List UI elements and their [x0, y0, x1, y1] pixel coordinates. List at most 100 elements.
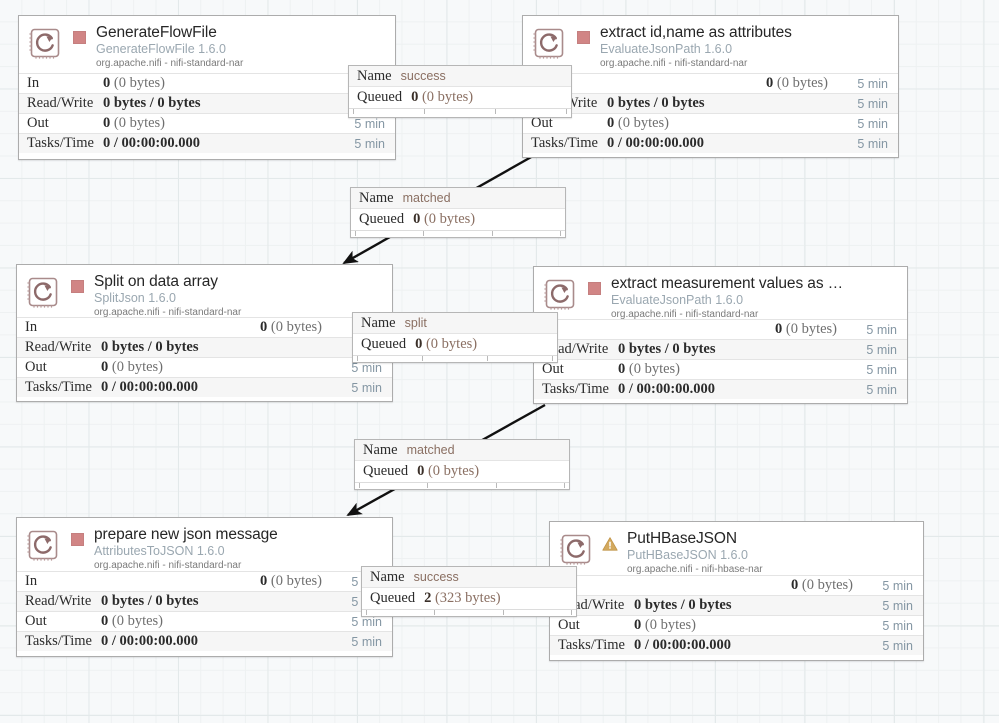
connection-name-key: Name — [359, 189, 394, 206]
stat-time-out: 5 min — [351, 360, 382, 375]
processor-name: PutHBaseJSON — [627, 530, 737, 547]
stat-row-tasks-time: Tasks/Time 0 / 00:00:00.000 5 min — [534, 379, 907, 399]
stat-time-read-write: 5 min — [882, 598, 913, 613]
stat-label-out: Out — [542, 361, 564, 377]
stat-value-tasks-time: 0 / 00:00:00.000 — [101, 633, 199, 649]
connection-label-success-1[interactable]: Name success Queued 0 (0 bytes) — [348, 65, 572, 118]
connection-queued-row: Queued 0 (0 bytes) — [353, 334, 557, 355]
stop-square-icon — [70, 280, 84, 293]
stat-value-tasks-time: 0 / 00:00:00.000 — [101, 379, 199, 395]
connection-name-value: matched — [406, 443, 455, 457]
stat-value-in: 0 (0 bytes) — [103, 75, 166, 91]
status-badge — [586, 280, 602, 297]
processor-icon — [531, 25, 567, 61]
stat-row-read-write: Read/Write 0 bytes / 0 bytes 5 min — [17, 337, 392, 357]
stat-row-tasks-time: Tasks/Time 0 / 00:00:00.000 5 min — [19, 133, 395, 153]
processor-name: GenerateFlowFile — [96, 24, 217, 41]
stat-value-tasks-time: 0 / 00:00:00.000 — [618, 381, 716, 397]
connection-queued-value: 0 (0 bytes) — [415, 336, 478, 352]
processor-icon — [25, 274, 61, 310]
stat-row-read-write: Read/Write 0 bytes / 0 bytes 5 min — [19, 93, 395, 113]
processor-bundle: org.apache.nifi - nifi-standard-nar — [96, 58, 244, 70]
processor-header: GenerateFlowFile GenerateFlowFile 1.6.0 … — [19, 16, 395, 73]
connection-queued-key: Queued — [357, 89, 403, 105]
processor-bundle: org.apache.nifi - nifi-standard-nar — [600, 58, 748, 70]
status-badge — [575, 29, 591, 46]
stat-time-read-write: 5 min — [857, 96, 888, 111]
stat-label-in: In — [27, 75, 40, 91]
connection-name-row: Name split — [353, 313, 557, 334]
connection-queued-row: Queued 0 (0 bytes) — [351, 209, 565, 230]
connection-label-success-2[interactable]: Name success Queued 2 (323 bytes) — [361, 566, 577, 617]
stat-time-in: 5 min — [866, 322, 897, 337]
connection-name-row: Name success — [349, 66, 571, 87]
processor-extract-measurement-values[interactable]: extract measurement values as … Evaluate… — [533, 266, 908, 404]
stat-value-out: 0 (0 bytes) — [101, 613, 164, 629]
processor-type: GenerateFlowFile 1.6.0 — [96, 42, 226, 57]
connection-queued-key: Queued — [361, 336, 407, 352]
processor-header: extract measurement values as … Evaluate… — [534, 267, 907, 321]
stat-time-in: 5 min — [857, 76, 888, 91]
stat-label-read-write: Read/Write — [542, 341, 609, 357]
stat-time-tasks: 5 min — [354, 136, 385, 151]
stat-time-tasks: 5 min — [882, 638, 913, 653]
processor-header: PutHBaseJSON PutHBaseJSON 1.6.0 org.apac… — [550, 522, 923, 575]
connection-queue-bar — [353, 355, 557, 361]
stat-row-tasks-time: Tasks/Time 0 / 00:00:00.000 5 min — [17, 377, 392, 397]
processor-type: PutHBaseJSON 1.6.0 — [627, 548, 748, 563]
processor-puthbasejson[interactable]: PutHBaseJSON PutHBaseJSON 1.6.0 org.apac… — [549, 521, 924, 661]
stat-row-read-write: Read/Write 0 bytes / 0 bytes 5 min — [550, 595, 923, 615]
stat-row-in: In 0 (0 bytes) 5 min — [523, 73, 898, 93]
connection-label-matched-2[interactable]: Name matched Queued 0 (0 bytes) — [354, 439, 570, 490]
stat-label-read-write: Read/Write — [27, 95, 94, 111]
connection-queued-value: 0 (0 bytes) — [417, 463, 480, 479]
stat-time-tasks: 5 min — [857, 136, 888, 151]
connection-name-key: Name — [363, 441, 398, 458]
connection-queue-bar — [351, 230, 565, 236]
processor-split-on-data-array[interactable]: Split on data array SplitJson 1.6.0 org.… — [16, 264, 393, 402]
stat-time-out: 5 min — [857, 116, 888, 131]
stat-row-out: Out 0 (0 bytes) 5 min — [17, 611, 392, 631]
connection-queue-bar — [355, 482, 569, 488]
processor-generateflowfile[interactable]: GenerateFlowFile GenerateFlowFile 1.6.0 … — [18, 15, 396, 160]
processor-name: extract id,name as attributes — [600, 24, 792, 41]
processor-bundle: org.apache.nifi - nifi-standard-nar — [94, 560, 242, 572]
connection-name-row: Name matched — [351, 188, 565, 209]
stat-row-in: In 0 (0 bytes) 5 min — [17, 317, 392, 337]
stat-value-out: 0 (0 bytes) — [103, 115, 166, 131]
stat-label-tasks-time: Tasks/Time — [25, 633, 92, 649]
stat-time-tasks: 5 min — [351, 634, 382, 649]
stat-value-out: 0 (0 bytes) — [618, 361, 681, 377]
stat-row-in: In 0 (0 bytes) 5 min — [550, 575, 923, 595]
processor-extract-id-name[interactable]: extract id,name as attributes EvaluateJs… — [522, 15, 899, 158]
connection-queued-value: 0 (0 bytes) — [411, 89, 474, 105]
stat-label-out: Out — [27, 115, 49, 131]
stat-time-out: 5 min — [866, 362, 897, 377]
stop-square-icon — [70, 533, 84, 546]
stat-time-out: 5 min — [882, 618, 913, 633]
connection-name-key: Name — [357, 67, 392, 84]
processor-titles: extract measurement values as … Evaluate… — [611, 275, 901, 321]
connection-name-row: Name matched — [355, 440, 569, 461]
processor-type: EvaluateJsonPath 1.6.0 — [611, 293, 744, 308]
connection-label-matched-1[interactable]: Name matched Queued 0 (0 bytes) — [350, 187, 566, 238]
stat-row-out: Out 0 (0 bytes) 5 min — [534, 359, 907, 379]
stat-row-out: Out 0 (0 bytes) 5 min — [17, 357, 392, 377]
warning-triangle-icon — [602, 536, 618, 551]
stat-value-in: 0 (0 bytes) — [774, 321, 837, 337]
stop-square-icon — [576, 31, 590, 44]
processor-bundle: org.apache.nifi - nifi-standard-nar — [94, 307, 242, 319]
status-badge — [71, 29, 87, 46]
processor-titles: Split on data array SplitJson 1.6.0 org.… — [94, 273, 386, 319]
stat-value-read-write: 0 bytes / 0 bytes — [607, 95, 705, 111]
processor-type: AttributesToJSON 1.6.0 — [94, 544, 225, 559]
connection-label-split[interactable]: Name split Queued 0 (0 bytes) — [352, 312, 558, 363]
status-badge — [69, 531, 85, 548]
connection-queued-key: Queued — [370, 590, 416, 606]
connection-queued-value: 2 (323 bytes) — [424, 590, 501, 606]
stat-value-read-write: 0 bytes / 0 bytes — [103, 95, 201, 111]
processor-prepare-new-json-message[interactable]: prepare new json message AttributesToJSO… — [16, 517, 393, 657]
status-badge[interactable] — [602, 535, 618, 552]
processor-name: extract measurement values as … — [611, 275, 844, 292]
